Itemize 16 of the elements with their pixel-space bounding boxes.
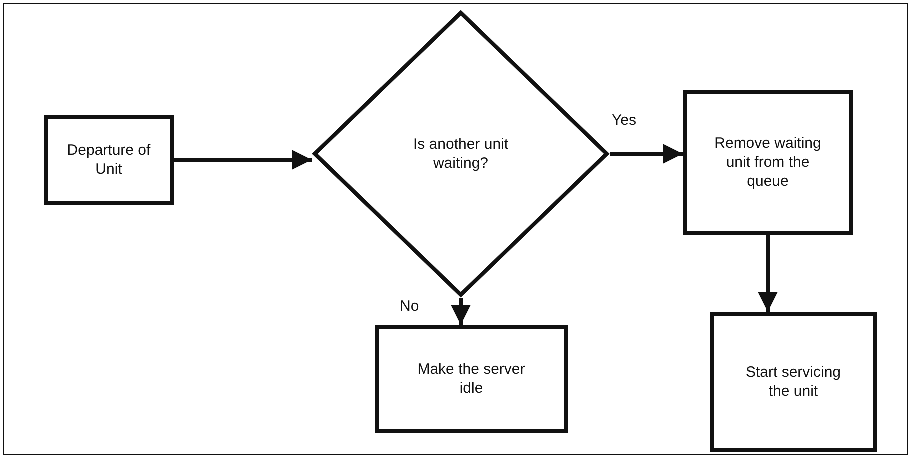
- process-box: [44, 115, 174, 205]
- arrow: [758, 235, 778, 312]
- process-box: [710, 312, 877, 452]
- arrow: [174, 150, 312, 170]
- edge-label: No: [400, 298, 420, 315]
- node-label: Departure of Unit: [66, 141, 152, 179]
- process-box: [683, 90, 853, 235]
- decision-diamond: [312, 10, 610, 298]
- arrow: [610, 144, 683, 164]
- node-label: Start servicing the unit: [744, 363, 842, 401]
- node-label: Is another unit waiting?: [412, 135, 510, 173]
- process-box: [375, 325, 568, 433]
- node-label: Remove waiting unit from the queue: [714, 134, 822, 191]
- arrow: [451, 298, 471, 325]
- node-label: Make the server idle: [416, 360, 526, 398]
- edge-label: Yes: [612, 112, 636, 129]
